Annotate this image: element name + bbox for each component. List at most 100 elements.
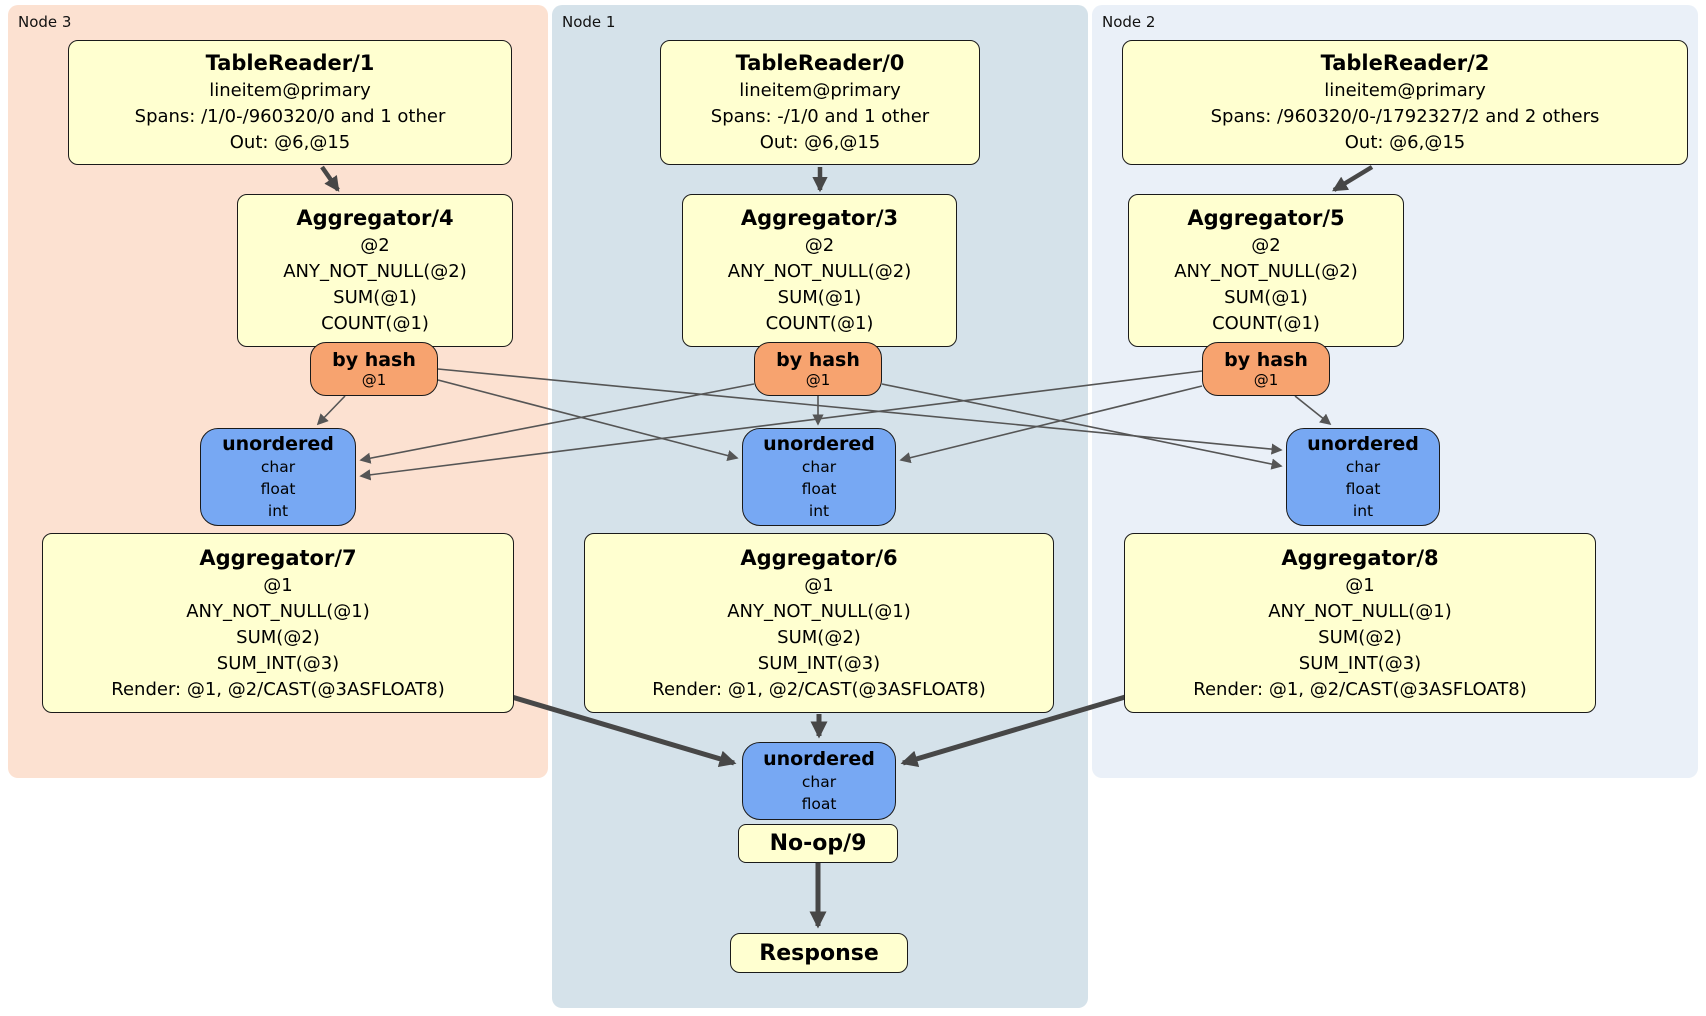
box-title: Aggregator/5: [1187, 206, 1345, 230]
box-line: lineitem@primary: [739, 80, 901, 101]
box-line: SUM_INT(@3): [757, 652, 881, 674]
sync-line: float: [1345, 480, 1381, 498]
edge-router-right-to-sync-right: [1294, 395, 1332, 426]
sync-line: float: [260, 480, 296, 498]
box-line: Out: @6,@15: [759, 132, 881, 153]
box-title: TableReader/2: [1320, 51, 1490, 75]
box-line: ANY_NOT_NULL(@1): [1268, 600, 1452, 622]
box-title: TableReader/0: [735, 51, 905, 75]
router-detail: @1: [1253, 370, 1279, 389]
router-label: by hash: [332, 348, 416, 371]
edge-router-left-to-sync-left: [316, 395, 346, 426]
box-line: lineitem@primary: [1324, 80, 1486, 101]
sync-line: char: [801, 773, 837, 791]
box-line: @2: [1251, 235, 1281, 256]
sync-label: unordered: [222, 433, 334, 455]
box-line: @1: [263, 574, 293, 596]
box-tablereader-1: TableReader/1 lineitem@primary Spans: /1…: [68, 40, 512, 165]
sync-line: int: [267, 502, 289, 520]
box-line: SUM(@1): [1224, 287, 1308, 308]
box-aggregator-8: Aggregator/8 @1 ANY_NOT_NULL(@1) SUM(@2)…: [1124, 533, 1596, 713]
router-detail: @1: [805, 370, 831, 389]
box-title: Aggregator/4: [296, 206, 454, 230]
edge-agg8-to-final-sync: [900, 692, 1133, 768]
router-by-hash-middle: by hash @1: [754, 342, 882, 396]
box-line: ANY_NOT_NULL(@2): [1174, 261, 1358, 282]
panel-node1-label: Node 1: [562, 13, 616, 31]
edge-router-middle-to-sync-right: [881, 383, 1283, 470]
box-line: SUM(@1): [333, 287, 417, 308]
box-line: COUNT(@1): [321, 313, 429, 334]
panel-node3-label: Node 3: [18, 13, 72, 31]
box-title: Aggregator/6: [740, 545, 898, 570]
box-line: COUNT(@1): [1212, 313, 1320, 334]
box-line: Render: @1, @2/CAST(@3ASFLOAT8): [652, 678, 986, 700]
box-title: TableReader/1: [205, 51, 375, 75]
box-line: lineitem@primary: [209, 80, 371, 101]
router-by-hash-left: by hash @1: [310, 342, 438, 396]
box-noop-9: No-op/9: [738, 824, 898, 863]
box-line: Spans: -/1/0 and 1 other: [710, 106, 930, 127]
box-tablereader-0: TableReader/0 lineitem@primary Spans: -/…: [660, 40, 980, 165]
sync-line: float: [801, 795, 837, 813]
panel-node2-label: Node 2: [1102, 13, 1156, 31]
box-line: @2: [360, 235, 390, 256]
box-aggregator-4: Aggregator/4 @2 ANY_NOT_NULL(@2) SUM(@1)…: [237, 194, 513, 347]
edge-router-right-to-sync-middle: [899, 385, 1203, 464]
sync-line: float: [801, 480, 837, 498]
box-line: SUM(@2): [1318, 626, 1402, 648]
edge-router-left-to-sync-middle: [437, 379, 739, 462]
box-line: Render: @1, @2/CAST(@3ASFLOAT8): [1193, 678, 1527, 700]
edge-router-middle-to-sync-left: [359, 383, 755, 464]
router-detail: @1: [361, 370, 387, 389]
router-label: by hash: [1224, 348, 1308, 371]
box-line: Spans: /1/0-/960320/0 and 1 other: [134, 106, 446, 127]
box-line: ANY_NOT_NULL(@2): [727, 261, 912, 282]
box-line: Out: @6,@15: [229, 132, 351, 153]
router-label: by hash: [776, 348, 860, 371]
box-line: COUNT(@1): [765, 313, 874, 334]
sync-unordered-middle: unordered char float int: [742, 428, 896, 526]
box-line: SUM_INT(@3): [216, 652, 340, 674]
router-by-hash-right: by hash @1: [1202, 342, 1330, 396]
box-line: @1: [804, 574, 834, 596]
sync-line: char: [1345, 458, 1381, 476]
box-aggregator-7: Aggregator/7 @1 ANY_NOT_NULL(@1) SUM(@2)…: [42, 533, 514, 713]
sync-unordered-right: unordered char float int: [1286, 428, 1440, 526]
box-aggregator-3: Aggregator/3 @2 ANY_NOT_NULL(@2) SUM(@1)…: [682, 194, 957, 347]
sync-label: unordered: [763, 748, 875, 770]
box-line: SUM(@1): [777, 287, 862, 308]
box-title: No-op/9: [769, 831, 867, 856]
box-line: SUM_INT(@3): [1298, 652, 1422, 674]
box-response: Response: [730, 933, 908, 973]
box-line: ANY_NOT_NULL(@1): [186, 600, 370, 622]
box-tablereader-2: TableReader/2 lineitem@primary Spans: /9…: [1122, 40, 1688, 165]
box-line: Spans: /960320/0-/1792327/2 and 2 others: [1210, 106, 1600, 127]
sync-line: int: [808, 502, 830, 520]
sync-line: char: [260, 458, 296, 476]
box-line: SUM(@2): [777, 626, 861, 648]
box-line: ANY_NOT_NULL(@1): [727, 600, 911, 622]
edge-tr2-to-agg5: [1332, 165, 1374, 192]
box-title: Aggregator/8: [1281, 545, 1439, 570]
sync-unordered-final: unordered char float: [742, 742, 896, 820]
box-aggregator-5: Aggregator/5 @2 ANY_NOT_NULL(@2) SUM(@1)…: [1128, 194, 1404, 347]
box-line: SUM(@2): [236, 626, 320, 648]
sync-unordered-left: unordered char float int: [200, 428, 356, 526]
box-aggregator-6: Aggregator/6 @1 ANY_NOT_NULL(@1) SUM(@2)…: [584, 533, 1054, 713]
box-line: ANY_NOT_NULL(@2): [283, 261, 467, 282]
sync-line: char: [801, 458, 837, 476]
box-line: @2: [804, 235, 835, 256]
sync-label: unordered: [763, 433, 875, 455]
edge-tr1-to-agg4: [320, 165, 340, 192]
edge-agg7-to-final-sync: [504, 692, 737, 768]
sync-line: int: [1352, 502, 1374, 520]
box-line: @1: [1345, 574, 1375, 596]
box-title: Aggregator/3: [740, 206, 899, 230]
sync-label: unordered: [1307, 433, 1419, 455]
edge-router-right-to-sync-left: [359, 370, 1203, 481]
box-line: Out: @6,@15: [1344, 132, 1466, 153]
box-line: Render: @1, @2/CAST(@3ASFLOAT8): [111, 678, 445, 700]
